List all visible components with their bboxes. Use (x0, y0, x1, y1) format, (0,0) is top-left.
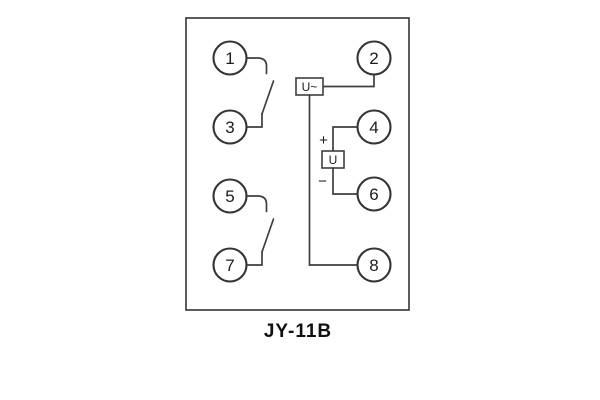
diagram-caption: JY-11B (264, 321, 332, 342)
relay-outline (185, 17, 410, 311)
terminal-4: 4 (356, 109, 392, 145)
wire-terminal4-to-dc-coil (332, 126, 359, 152)
terminal-2: 2 (356, 40, 392, 76)
terminal-7: 7 (212, 247, 248, 283)
ac-coil-label: U~ (302, 80, 318, 94)
terminal-6-circle (356, 176, 392, 212)
terminal-1: 1 (212, 40, 248, 76)
terminal-4-circle (356, 109, 392, 145)
terminal-5-label: 5 (225, 187, 234, 206)
wire-terminal1-fixed-contact (245, 57, 268, 75)
terminal-4-label: 4 (369, 118, 378, 137)
wire-dc-coil-to-terminal6 (332, 167, 359, 195)
terminal-5-circle (212, 178, 248, 214)
terminal-8-circle (356, 247, 392, 283)
wire-terminal2-to-ac-coil (322, 73, 375, 88)
dc-coil-label: U (329, 153, 338, 167)
terminal-2-circle (356, 40, 392, 76)
terminal-6: 6 (356, 176, 392, 212)
terminal-2-label: 2 (369, 49, 378, 68)
terminal-8-label: 8 (369, 256, 378, 275)
contact-blade-1-3 (261, 80, 275, 115)
wire-terminal3 (245, 112, 263, 128)
terminal-7-circle (212, 247, 248, 283)
terminal-1-label: 1 (225, 49, 234, 68)
wire-terminal5-fixed-contact (245, 195, 268, 213)
terminal-7-label: 7 (225, 256, 234, 275)
terminal-3-label: 3 (225, 118, 234, 137)
terminal-3-circle (212, 109, 248, 145)
terminal-3: 3 (212, 109, 248, 145)
contact-blade-5-7 (261, 218, 275, 253)
terminal-6-label: 6 (369, 185, 378, 204)
minus-label: − (318, 173, 327, 190)
plus-label: + (319, 132, 328, 149)
wire-terminal7 (245, 250, 263, 266)
terminal-1-circle (212, 40, 248, 76)
terminal-8: 8 (356, 247, 392, 283)
terminal-5: 5 (212, 178, 248, 214)
